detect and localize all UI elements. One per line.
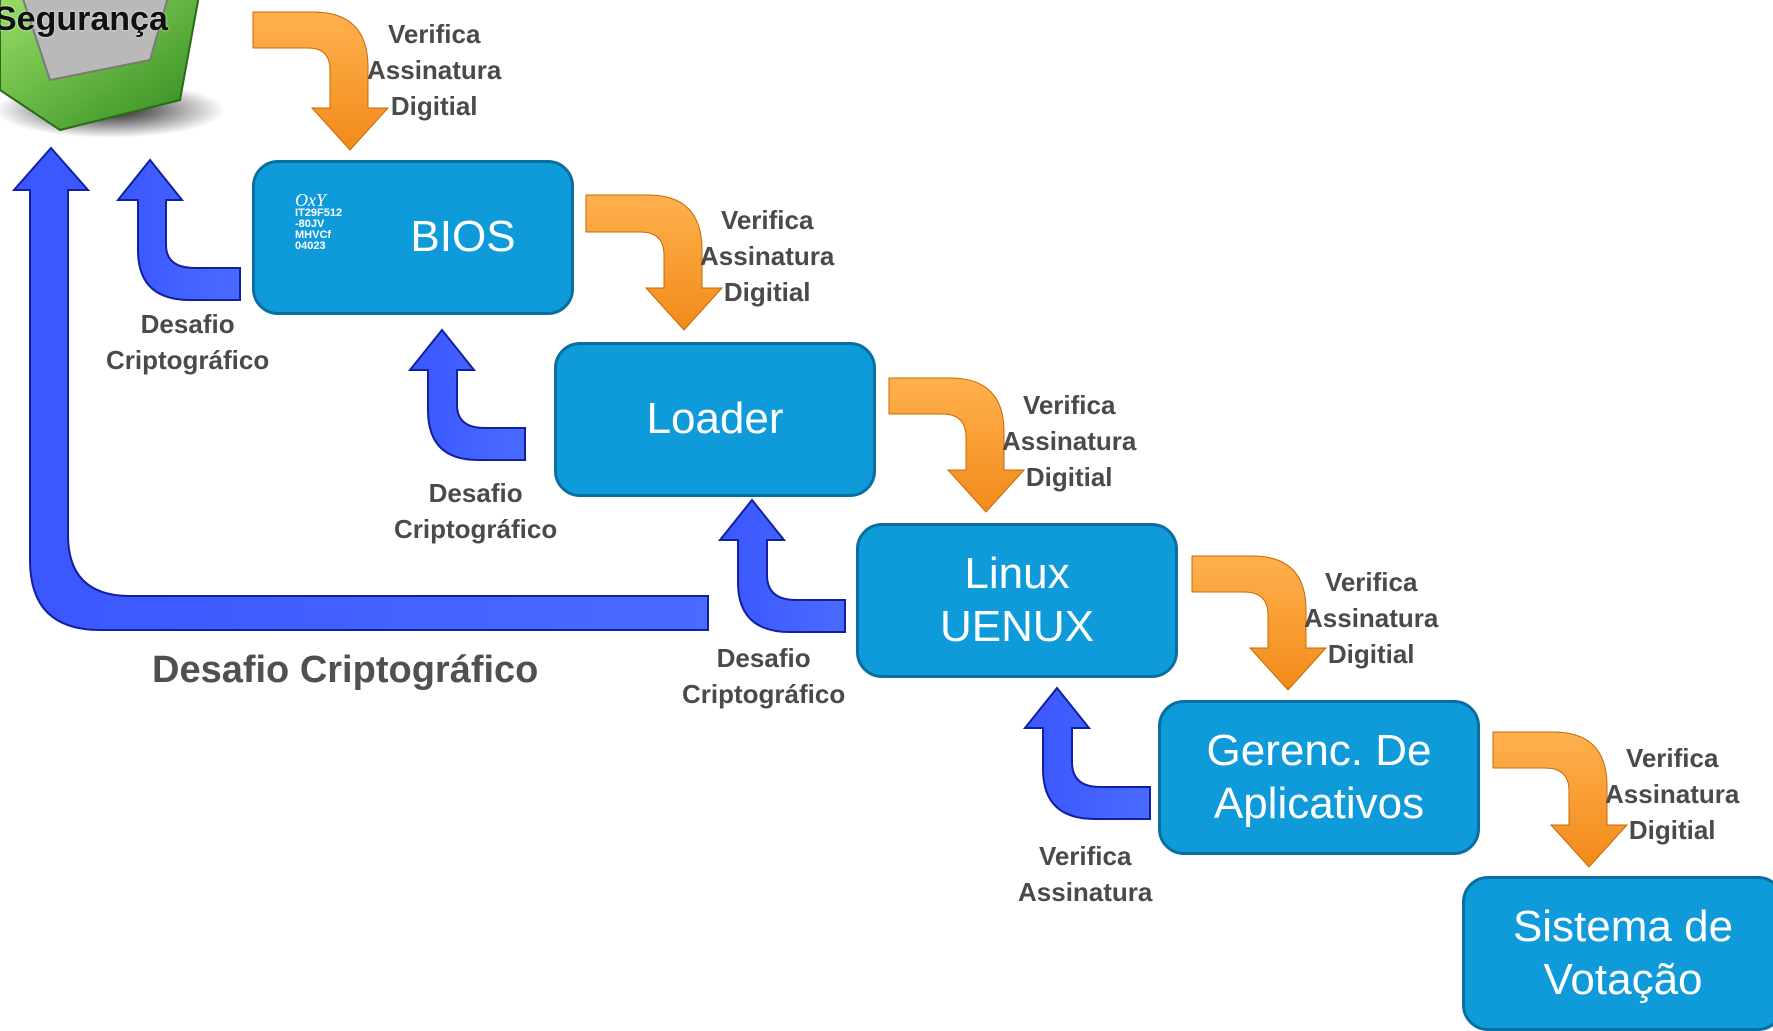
challenge-label-line: Verifica — [1038, 841, 1132, 871]
chip-logo: OxY — [295, 190, 326, 210]
chip-marking-line: MHVCf — [295, 229, 332, 241]
stage-label: Loader — [646, 394, 784, 444]
security-chip-icon — [0, 0, 225, 138]
stage-label: Aplicativos — [1213, 778, 1425, 828]
verify-label-line: Verifica — [1022, 390, 1116, 420]
verify-arrow-1 — [252, 11, 390, 151]
verify-label-line: Verifica — [387, 19, 481, 49]
chip-marking-line: IT29F512 — [295, 207, 343, 219]
stage-label: Votação — [1543, 954, 1703, 1004]
stage-label: Gerenc. De — [1206, 725, 1432, 775]
challenge-label-line: Assinatura — [1018, 877, 1153, 907]
verify-label-line: Digitial — [390, 91, 478, 121]
verify-label-line: Assinatura — [1002, 426, 1137, 456]
verify-label-line: Digitial — [1628, 815, 1716, 845]
stage-label: UENUX — [939, 601, 1095, 651]
challenge-label: Desafio Criptográfico — [106, 306, 269, 378]
challenge-label-line: Desafio — [428, 478, 523, 508]
stage-label: BIOS — [410, 212, 516, 262]
verify-label-line: Verifica — [1324, 567, 1418, 597]
verify-label-line: Verifica — [720, 205, 814, 235]
challenge-label: Desafio Criptográfico — [682, 640, 845, 712]
stage-sistema-votacao: Sistema de Votação — [1462, 876, 1773, 1031]
verify-arrow-4 — [1191, 555, 1328, 691]
verify-label-line: Digitial — [1327, 639, 1415, 669]
challenge-label: Desafio Criptográfico — [394, 475, 557, 547]
main-challenge-arrow — [11, 146, 709, 631]
verify-label-line: Assinatura — [700, 241, 835, 271]
verify-label-line: Digitial — [1025, 462, 1113, 492]
verify-label: Verifica Assinatura Digitial — [1002, 387, 1136, 495]
verify-label-line: Assinatura — [1605, 779, 1740, 809]
verify-label-line: Assinatura — [367, 55, 502, 85]
chip-marking-line: 04023 — [295, 240, 326, 252]
stage-bios: BIOS — [252, 160, 574, 315]
challenge-arrow-1 — [115, 158, 241, 301]
verify-label: Verifica Assinatura Digitial — [367, 16, 501, 124]
challenge-arrow-3 — [717, 498, 846, 633]
stage-linux-uenux: Linux UENUX — [856, 523, 1178, 678]
challenge-arrow-4 — [1022, 686, 1151, 820]
challenge-label-line: Criptográfico — [682, 679, 846, 709]
challenge-label-line: Criptográfico — [394, 514, 558, 544]
challenge-label-line: Desafio — [716, 643, 811, 673]
stage-gerenc-aplicativos: Gerenc. De Aplicativos — [1158, 700, 1480, 855]
stage-label: Linux — [964, 548, 1070, 598]
verify-label-line: Assinatura — [1304, 603, 1439, 633]
verify-label: Verifica Assinatura Digitial — [1605, 740, 1739, 848]
chip-marking-line: -80JV — [295, 218, 325, 230]
verify-label: Verifica Assinatura Digitial — [1304, 564, 1438, 672]
security-module-label: Segurança — [0, 0, 168, 38]
verify-arrow-5 — [1492, 731, 1629, 868]
verify-arrow-2 — [585, 194, 724, 331]
stage-label: Sistema de — [1512, 901, 1734, 951]
main-challenge-label: Desafio Criptográfico — [152, 649, 539, 691]
challenge-label-line: Criptográfico — [106, 345, 270, 375]
challenge-label: Verifica Assinatura — [1018, 838, 1152, 910]
chip-markings: IT29F512 -80JV MHVCf 04023 — [295, 208, 355, 252]
verify-label: Verifica Assinatura Digitial — [700, 202, 834, 310]
challenge-label-line: Desafio — [140, 309, 235, 339]
verify-arrow-3 — [888, 377, 1026, 513]
challenge-arrow-2 — [407, 328, 526, 461]
verify-label-line: Verifica — [1625, 743, 1719, 773]
verify-label-line: Digitial — [723, 277, 811, 307]
stage-loader: Loader — [554, 342, 876, 497]
